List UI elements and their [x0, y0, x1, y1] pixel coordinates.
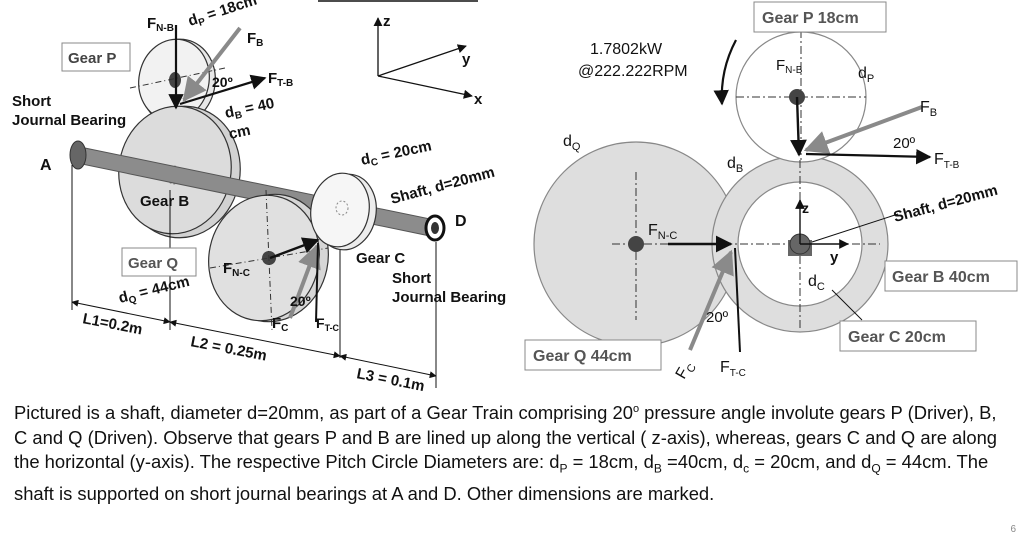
angle-top-label-r: 20º [893, 135, 916, 152]
short-jb-d-line2: Journal Bearing [392, 289, 506, 306]
gear-q-box-r [524, 339, 662, 371]
axis-z-label-r: z [802, 200, 809, 216]
dp-label-r: dP [858, 65, 874, 85]
fc-arrow [288, 243, 321, 319]
fc-label: FC [272, 315, 288, 334]
ftb-label: FT-B [268, 70, 293, 89]
dc-label: dC = 20cm [359, 137, 433, 171]
fb-arrow [182, 26, 242, 102]
fnb-arrow-r [790, 96, 807, 157]
angle-bottom-label: 20º [290, 293, 311, 309]
ftb-label-r: FT-B [934, 151, 960, 171]
ftb-arrow [179, 74, 267, 106]
gear-c-leader [831, 289, 863, 321]
l3-label: L3 = 0.1m [355, 365, 426, 395]
dq-label: dQ = 44cm [117, 273, 192, 309]
axis-z-label: z [383, 13, 391, 30]
axes-triad [373, 17, 473, 99]
gear-c [310, 172, 377, 251]
gear-p-box-r [753, 1, 887, 33]
short-jb-label-line1: Short [12, 93, 51, 110]
fc-arrow-r [688, 249, 734, 351]
gear-p-box-label: Gear P 18cm [762, 10, 859, 27]
ftb-arrow-r [805, 148, 932, 165]
short-jb-label-line2: Journal Bearing [12, 112, 126, 129]
axis-y-label: y [462, 51, 471, 68]
dc-label-r: dC [808, 273, 825, 293]
fnc-label: FN-C [223, 260, 250, 279]
shaft-label: Shaft, d=20mm [389, 164, 497, 208]
ftc-label-r: FT-C [720, 359, 746, 379]
gear-q-box-label: Gear Q 44cm [533, 348, 632, 365]
right-end-view: Gear P 18cm Gear B 40cm Gear C 20cm Gear… [524, 1, 1018, 383]
angle-top-label: 20º [212, 74, 233, 90]
fnb-label: FN-B [147, 15, 174, 34]
fb-label: FB [247, 30, 263, 49]
dq-label-r: dQ [563, 133, 581, 153]
axis-y-label-r: y [830, 249, 839, 266]
gear-c-label: Gear C [356, 250, 405, 267]
db-label-r: dB [727, 155, 743, 175]
gear-b-label: Gear B [140, 193, 189, 210]
ftc-arrow-r [734, 247, 741, 353]
rotation-arrow [713, 39, 737, 106]
gear-train-figure: Gear P Gear Q FN-B dP = 18cm FB 20º FT-B… [12, 0, 1018, 395]
point-a-label: A [40, 157, 52, 174]
ftc-arrow [315, 242, 319, 323]
gear-c-box-label: Gear C 20cm [848, 329, 946, 346]
fb-arrow-r [803, 105, 923, 154]
axis-x-label: x [474, 91, 483, 108]
db-unit-label: cm [227, 122, 252, 143]
ftc-label: FT-C [316, 315, 340, 333]
shaft-leader [811, 213, 899, 243]
problem-description: Pictured is a shaft, diameter d=20mm, as… [14, 402, 998, 504]
db-label: dB = 40 [223, 95, 276, 124]
fnc-label-r: FN-C [648, 222, 677, 242]
point-d-label: D [455, 213, 467, 230]
hub-q [628, 236, 644, 252]
left-assembly: Gear P Gear Q FN-B dP = 18cm FB 20º FT-B… [12, 0, 506, 395]
power-label: 1.7802kW [590, 41, 663, 58]
fb-label-r: FB [920, 99, 937, 119]
gear-p-label: Gear P [68, 50, 116, 67]
dp-label: dP = 18cm [186, 0, 260, 32]
gear-b-box-label: Gear B 40cm [892, 269, 990, 286]
gear-b-box-r [884, 260, 1018, 292]
gear-q-label: Gear Q [128, 255, 178, 272]
l2-label: L2 = 0.25m [189, 333, 268, 364]
shaft-label-r: Shaft, d=20mm [892, 182, 1000, 226]
gear-c-box-r [839, 320, 977, 352]
page-number: 6 [1010, 524, 1016, 535]
short-jb-d-line1: Short [392, 270, 431, 287]
gear-p-box [61, 42, 131, 72]
fnc-arrow [269, 237, 320, 260]
rpm-label: @222.222RPM [578, 63, 688, 80]
fc-label-r: FC [673, 358, 699, 383]
fnb-label-r: FN-B [776, 57, 803, 76]
gear-q-box [121, 247, 197, 277]
angle-bottom-label-r: 20º [706, 309, 729, 326]
